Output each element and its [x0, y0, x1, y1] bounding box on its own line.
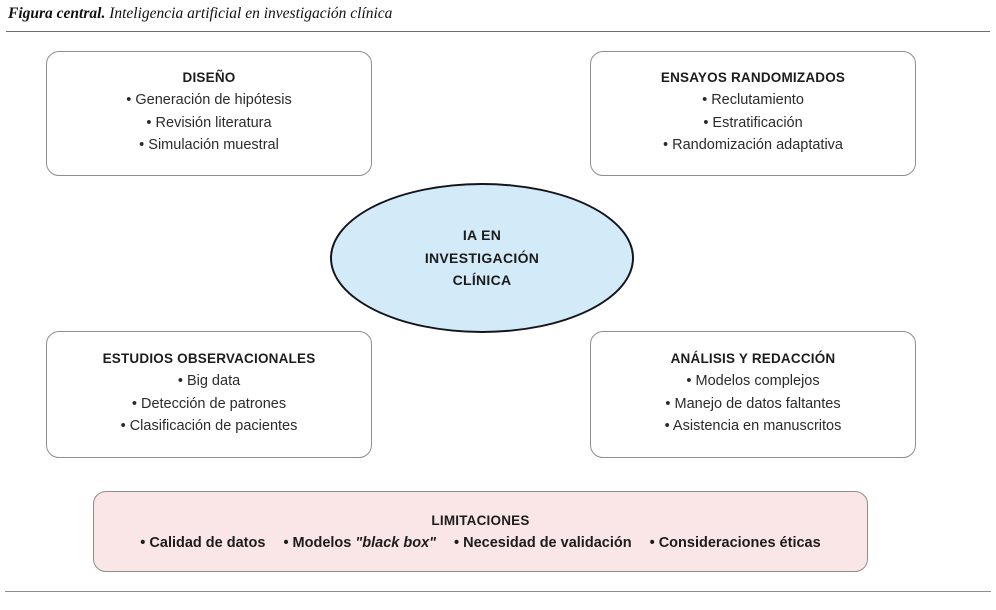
node-item: • Estratificación — [703, 114, 803, 131]
node-item: • Generación de hipótesis — [126, 92, 292, 109]
limitacion-item: • Calidad de datos — [140, 535, 265, 551]
node-title-analisis-y-redaccion: ANÁLISIS Y REDACCIÓN — [670, 351, 836, 367]
figure-caption: Figura central. Inteligencia artificial … — [8, 5, 988, 23]
node-item: • Clasificación de pacientes — [120, 418, 298, 435]
node-item: • Manejo de datos faltantes — [665, 395, 841, 412]
top-divider — [6, 31, 990, 32]
node-box-analisis-y-redaccion: ANÁLISIS Y REDACCIÓN • Modelos complejos… — [590, 331, 916, 458]
limitacion-item: • Consideraciones éticas — [650, 535, 821, 551]
node-box-ensayos-randomizados: ENSAYOS RANDOMIZADOS • Reclutamiento • E… — [590, 51, 916, 176]
caption-label: Figura central. — [8, 5, 106, 22]
limitacion-text: Necesidad de validación — [463, 534, 632, 551]
node-item: • Revisión literatura — [146, 114, 272, 131]
node-box-diseno: DISEÑO • Generación de hipótesis • Revis… — [46, 51, 372, 176]
limitacion-item: • Modelos "black box" — [283, 535, 436, 551]
central-concept-line: INVESTIGACIÓN — [424, 249, 540, 266]
limitacion-item: • Necesidad de validación — [454, 535, 632, 551]
central-concept-line: CLÍNICA — [452, 272, 512, 289]
limitaciones-items: • Calidad de datos• Modelos "black box"•… — [137, 535, 823, 551]
limitacion-text-italic: "black box" — [355, 534, 437, 551]
node-title-ensayos-randomizados: ENSAYOS RANDOMIZADOS — [660, 70, 846, 86]
node-item: • Detección de patrones — [131, 395, 287, 412]
node-box-estudios-observacionales: ESTUDIOS OBSERVACIONALES • Big data • De… — [46, 331, 372, 458]
limitacion-text: Modelos — [292, 534, 356, 551]
bottom-divider — [5, 591, 991, 592]
node-item: • Simulación muestral — [139, 137, 279, 154]
bullet-icon: • — [454, 534, 460, 551]
central-concept-ellipse: IA EN INVESTIGACIÓN CLÍNICA — [330, 183, 634, 333]
node-title-diseno: DISEÑO — [182, 70, 236, 86]
bullet-icon: • — [283, 534, 289, 551]
node-title-estudios-observacionales: ESTUDIOS OBSERVACIONALES — [102, 351, 316, 367]
limitacion-text: Consideraciones éticas — [658, 534, 821, 551]
node-title-limitaciones: LIMITACIONES — [431, 512, 530, 528]
limitacion-text: Calidad de datos — [149, 534, 266, 551]
node-item: • Asistencia en manuscritos — [664, 418, 842, 435]
node-item: • Modelos complejos — [686, 373, 820, 390]
node-item: • Randomización adaptativa — [663, 137, 843, 154]
node-box-limitaciones: LIMITACIONES • Calidad de datos• Modelos… — [93, 491, 868, 572]
node-item: • Big data — [177, 373, 241, 390]
caption-text: Inteligencia artificial en investigación… — [105, 5, 393, 22]
central-concept-line: IA EN — [462, 226, 502, 243]
bullet-icon: • — [649, 534, 655, 551]
node-item: • Reclutamiento — [702, 92, 804, 109]
bullet-icon: • — [140, 534, 146, 551]
